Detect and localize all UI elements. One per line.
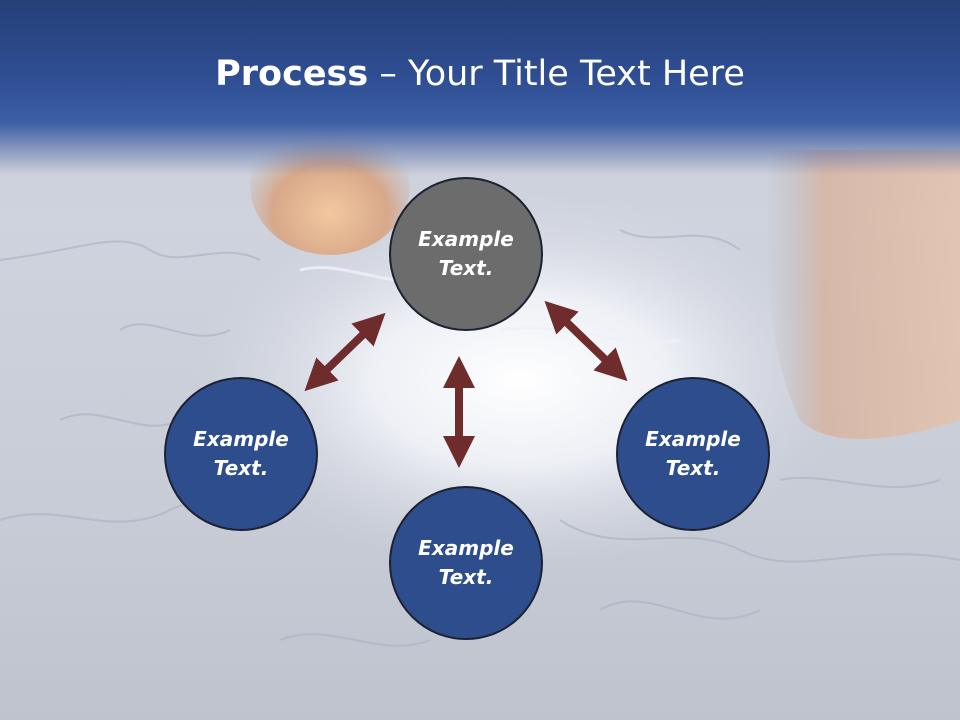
double-arrow-left-icon	[304, 312, 386, 392]
node-left-line2: Text.	[213, 456, 269, 480]
node-left-line1: Example	[193, 427, 289, 451]
slide-title: Process – Your Title Text Here	[0, 52, 960, 96]
node-top-line2: Text.	[438, 256, 494, 280]
node-bottom-line2: Text.	[438, 565, 494, 589]
title-bold: Process	[215, 54, 369, 94]
node-bottom-line1: Example	[418, 536, 514, 560]
node-top-line1: Example	[418, 227, 514, 251]
node-right-line2: Text.	[665, 456, 721, 480]
title-band	[0, 0, 960, 175]
title-rest: – Your Title Text Here	[368, 54, 745, 94]
double-arrow-right-icon	[544, 300, 628, 382]
node-right-line1: Example	[645, 427, 741, 451]
